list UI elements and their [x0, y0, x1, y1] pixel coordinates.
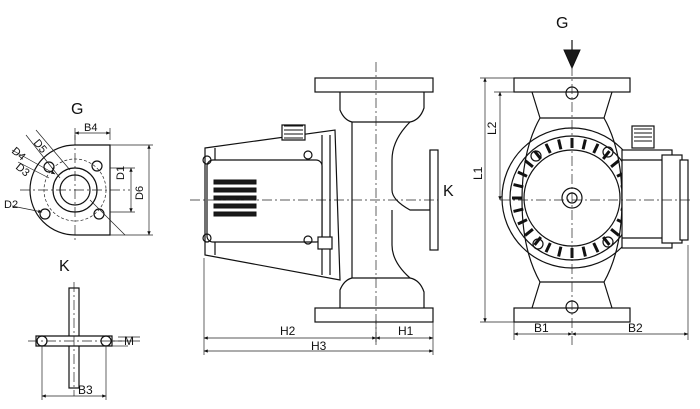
- side-k-label: K: [443, 183, 454, 200]
- d4-label: D4: [9, 145, 27, 163]
- pump-front-view: G: [471, 15, 692, 345]
- d3-label: D3: [13, 161, 31, 179]
- b1-label: B1: [534, 321, 549, 335]
- h3-label: H3: [311, 339, 327, 353]
- cooling-fin: [592, 143, 600, 154]
- cooling-fin: [517, 170, 528, 178]
- b2-label: B2: [628, 321, 643, 335]
- cooling-fin: [517, 218, 528, 226]
- mounting-cross-view: M B3: [28, 282, 140, 400]
- cooling-fin: [513, 207, 524, 213]
- cooling-fin: [533, 236, 542, 246]
- cooling-fin: [533, 150, 542, 160]
- b3-label: B3: [78, 383, 93, 397]
- cooling-fin: [544, 242, 552, 253]
- cooling-fin: [581, 246, 587, 257]
- d1-label: D1: [115, 166, 127, 180]
- m-label: M: [124, 334, 134, 348]
- cooling-fin: [557, 139, 563, 150]
- cooling-fin: [513, 183, 524, 189]
- cooling-fin: [610, 159, 620, 168]
- cooling-fin: [544, 143, 552, 154]
- cooling-fin: [592, 242, 600, 253]
- d6-label: D6: [134, 186, 146, 200]
- cooling-fin: [602, 150, 611, 160]
- l2-label: L2: [485, 121, 499, 135]
- d2-label: D2: [4, 199, 18, 211]
- flange-detail-view: G B4 D1 D6 D5 D4 D3 D2 K: [4, 101, 153, 275]
- flange-g-label: G: [71, 101, 83, 118]
- cooling-fin: [524, 228, 534, 237]
- flange-k-label: K: [59, 258, 70, 275]
- l1-label: L1: [471, 166, 485, 180]
- d5-label: D5: [31, 137, 49, 155]
- cooling-fin: [557, 246, 563, 257]
- front-g-label: G: [556, 15, 568, 32]
- cooling-fin: [610, 228, 620, 237]
- cooling-fin: [581, 139, 587, 150]
- pump-side-view: H2 H1 H3 K: [190, 62, 454, 355]
- b4-label: B4: [84, 122, 97, 134]
- h2-label: H2: [280, 324, 296, 338]
- h1-label: H1: [398, 324, 414, 338]
- cooling-fin: [524, 159, 534, 168]
